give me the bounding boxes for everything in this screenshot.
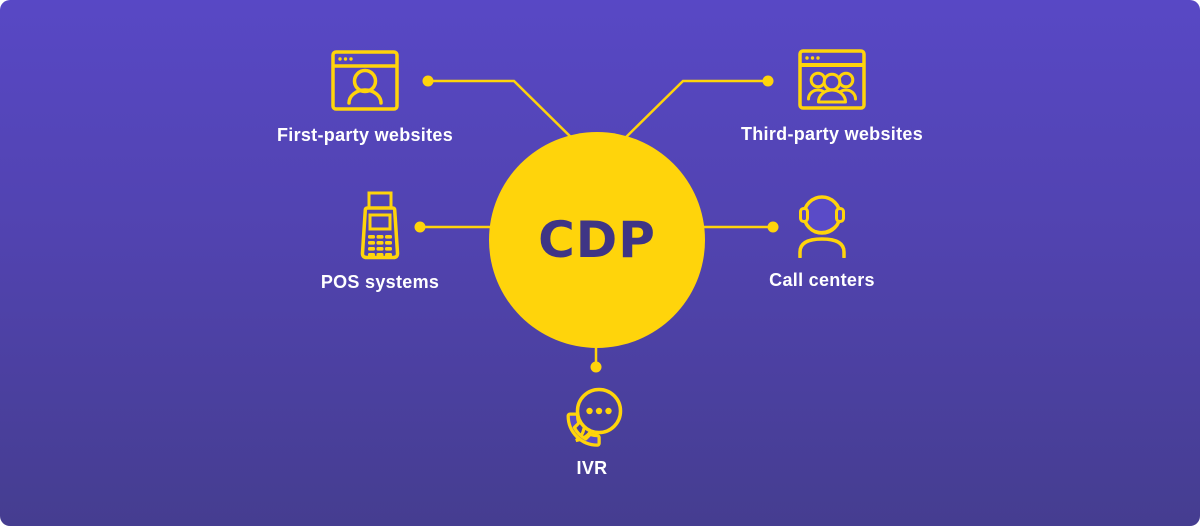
cdp-hub-node: CDP: [489, 132, 705, 348]
connector-dot: [414, 221, 426, 233]
node-third-party-websites: Third-party websites: [722, 49, 942, 145]
phone-chat-icon: [566, 387, 623, 447]
node-label-first-party: First-party websites: [276, 125, 454, 145]
node-pos-systems: POS systems: [270, 191, 490, 293]
headset-agent-icon: [798, 195, 846, 258]
connector-dot: [767, 221, 779, 233]
node-label-pos: POS systems: [320, 272, 440, 292]
node-label-ivr: IVR: [576, 458, 608, 478]
pos-terminal-icon: [360, 191, 400, 260]
connector-dot: [762, 75, 774, 87]
connector-third-party: [615, 79, 768, 148]
node-label-call-centers: Call centers: [769, 270, 875, 290]
node-label-third-party: Third-party websites: [740, 124, 924, 144]
node-call-centers: Call centers: [712, 190, 932, 291]
node-ivr: IVR: [482, 386, 702, 479]
browser-user-icon: [331, 50, 399, 111]
connector-dot: [590, 361, 602, 373]
node-first-party-websites: First-party websites: [255, 50, 475, 146]
connector-first-party: [428, 79, 586, 152]
connector-dot: [422, 75, 434, 87]
browser-group-icon: [798, 49, 866, 110]
cdp-hub-label: CDP: [538, 211, 656, 269]
